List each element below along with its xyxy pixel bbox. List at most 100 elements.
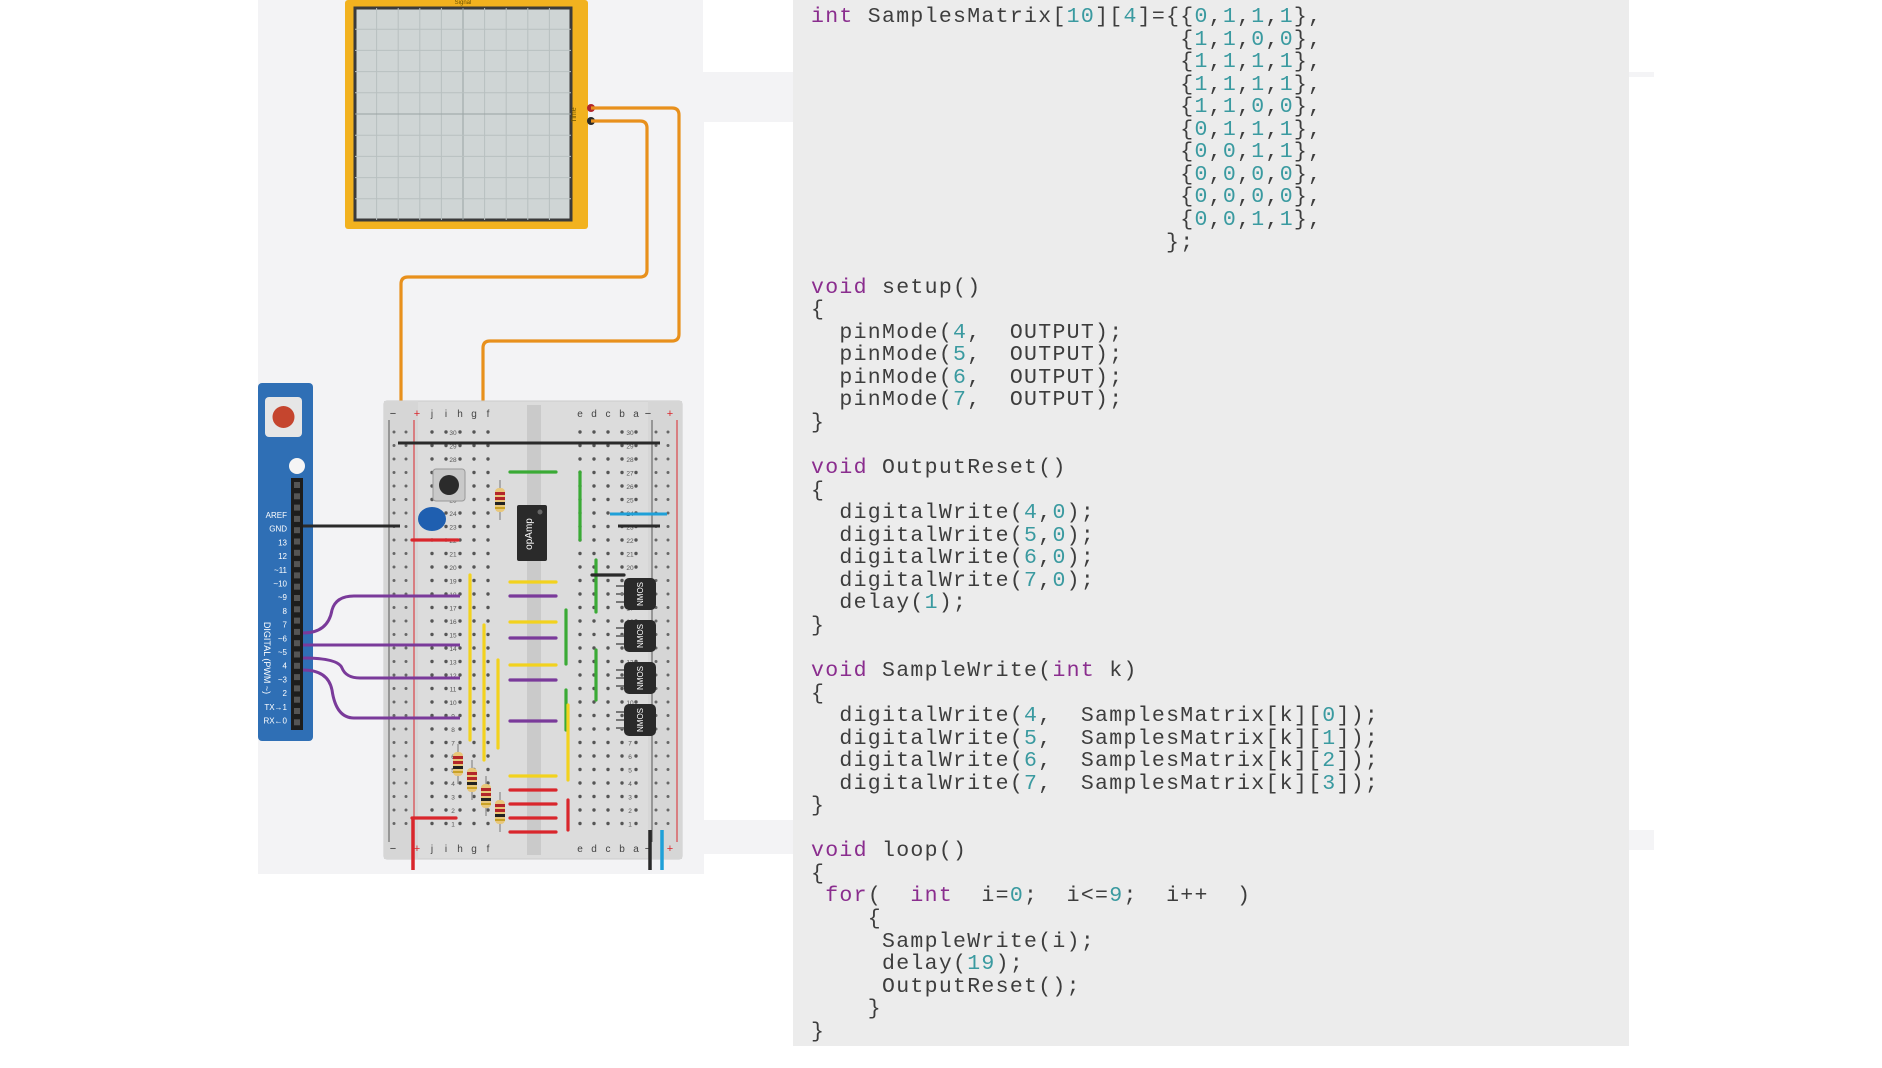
components[interactable]: opAmp NMOS NMOS NMOS NMOS xyxy=(418,468,656,832)
breadboard-hole xyxy=(458,781,462,785)
resistor[interactable] xyxy=(481,776,491,816)
code-text: { xyxy=(811,681,826,706)
code-text: ]={{ xyxy=(1137,5,1195,29)
code-text: OutputReset() xyxy=(867,456,1067,480)
code-line: pinMode(6, OUTPUT); xyxy=(811,367,1123,389)
code-number: 1 xyxy=(1279,5,1294,29)
circuit-diagram[interactable]: Signal Time AREFGND1312~11~10~987~6~54~3… xyxy=(0,0,800,1064)
pushbutton-cap[interactable] xyxy=(439,475,459,495)
code-editor[interactable]: int SamplesMatrix[10][4]={{0,1,1,1}, {1,… xyxy=(793,0,1629,1046)
opamp-chip[interactable]: opAmp xyxy=(517,505,547,561)
code-line: {1,1,0,0}, xyxy=(811,96,1322,118)
arduino-header-pin[interactable] xyxy=(294,674,300,681)
row-number-left: 8 xyxy=(451,727,455,734)
nmos-body[interactable] xyxy=(624,578,656,610)
breadboard-hole xyxy=(486,551,490,556)
resistor[interactable] xyxy=(467,760,477,800)
resistor[interactable] xyxy=(453,744,463,784)
arduino-header-pin[interactable] xyxy=(294,606,300,613)
code-text: }; xyxy=(811,230,1195,255)
breadboard-hole xyxy=(430,700,434,704)
rail-hole xyxy=(666,700,670,704)
code-line: void setup() xyxy=(811,277,981,299)
code-number: 4 xyxy=(1123,5,1138,29)
arduino-header-pin[interactable] xyxy=(294,595,300,601)
arduino-header-pin[interactable] xyxy=(294,504,300,511)
arduino-header-pin[interactable] xyxy=(294,527,300,534)
nmos-transistor[interactable]: NMOS xyxy=(616,578,656,610)
breadboard-hole xyxy=(592,457,596,461)
wire-purple-pin7[interactable] xyxy=(302,594,460,635)
arduino-header-pin[interactable] xyxy=(294,719,300,726)
nmos-transistor[interactable]: NMOS xyxy=(616,662,656,694)
code-number: 5 xyxy=(1024,523,1039,548)
breadboard-hole xyxy=(592,484,596,488)
breadboard-hole xyxy=(444,821,448,826)
oscilloscope[interactable]: Signal Time xyxy=(345,0,595,229)
arduino-header-pin[interactable] xyxy=(294,572,300,579)
breadboard-hole xyxy=(458,673,462,677)
rail-hole xyxy=(392,633,396,636)
code-line: digitalWrite(6,0); xyxy=(811,547,1095,569)
wire-purple-pin4[interactable] xyxy=(302,668,460,720)
arduino-header-pin[interactable] xyxy=(294,662,300,669)
arduino-header-pin[interactable] xyxy=(294,493,300,500)
breadboard-hole xyxy=(472,538,476,542)
arduino-header-pin[interactable] xyxy=(294,696,300,703)
breadboard-hole xyxy=(592,794,596,799)
breadboard-hole xyxy=(472,430,476,434)
breadboard-hole xyxy=(430,659,434,664)
arduino-header-pin[interactable] xyxy=(294,515,300,522)
rail-hole xyxy=(404,727,408,731)
resistor[interactable] xyxy=(495,480,505,520)
opamp-body[interactable] xyxy=(517,505,547,561)
nmos-transistor[interactable]: NMOS xyxy=(616,704,656,736)
breadboard-hole xyxy=(472,700,476,704)
arduino-header-pin[interactable] xyxy=(294,617,300,624)
wire-orange-probe-positive[interactable] xyxy=(481,106,681,526)
breadboard-hole xyxy=(458,524,462,529)
code-text: ; i<= xyxy=(1024,884,1110,909)
pushbutton[interactable] xyxy=(432,468,466,502)
rail-hole xyxy=(666,714,670,717)
nmos-transistors[interactable]: NMOS NMOS NMOS NMOS xyxy=(616,578,656,736)
arduino-header-pin[interactable] xyxy=(294,708,300,714)
arduino-header-pin[interactable] xyxy=(294,538,300,545)
arduino-header-pin[interactable] xyxy=(294,628,300,635)
resistor-band xyxy=(495,819,505,821)
arduino-header-pin[interactable] xyxy=(294,549,300,556)
resistors[interactable] xyxy=(453,480,505,832)
code-number: 4 xyxy=(1024,501,1039,526)
resistor[interactable] xyxy=(495,792,505,832)
breadboard-hole xyxy=(592,700,596,704)
arduino-reset-button[interactable] xyxy=(272,406,295,428)
rail-hole xyxy=(666,673,670,677)
breadboard-hole xyxy=(634,484,638,488)
arduino-header-pin[interactable] xyxy=(294,685,300,692)
arduino-header-pin[interactable] xyxy=(294,651,300,658)
wires[interactable] xyxy=(302,441,667,870)
arduino-header-pin[interactable] xyxy=(294,561,300,568)
code-keyword: void xyxy=(811,456,868,480)
arduino-header-pin[interactable] xyxy=(294,640,300,647)
column-letter-top: d xyxy=(591,409,597,420)
column-letter-top: e xyxy=(577,409,583,420)
code-line: {0,0,0,0}, xyxy=(811,186,1322,208)
code-number: 0 xyxy=(1194,207,1209,232)
nmos-body[interactable] xyxy=(624,662,656,694)
breadboard-hole xyxy=(486,632,490,637)
nmos-body[interactable] xyxy=(624,704,656,736)
row-number-right: 3 xyxy=(628,795,632,802)
code-line: {0,0,1,1}, xyxy=(811,209,1322,231)
nmos-transistor[interactable]: NMOS xyxy=(616,620,656,652)
arduino-header-pin[interactable] xyxy=(294,583,300,590)
nmos-body[interactable] xyxy=(624,620,656,652)
wire-orange-probe-negative[interactable] xyxy=(399,119,649,430)
wire-purple-pin5[interactable] xyxy=(302,656,460,680)
code-keyword: int xyxy=(1052,658,1096,683)
breadboard-jumper-wires[interactable] xyxy=(410,470,626,834)
capacitor[interactable] xyxy=(418,507,446,531)
arduino-header-pin[interactable] xyxy=(294,482,300,488)
